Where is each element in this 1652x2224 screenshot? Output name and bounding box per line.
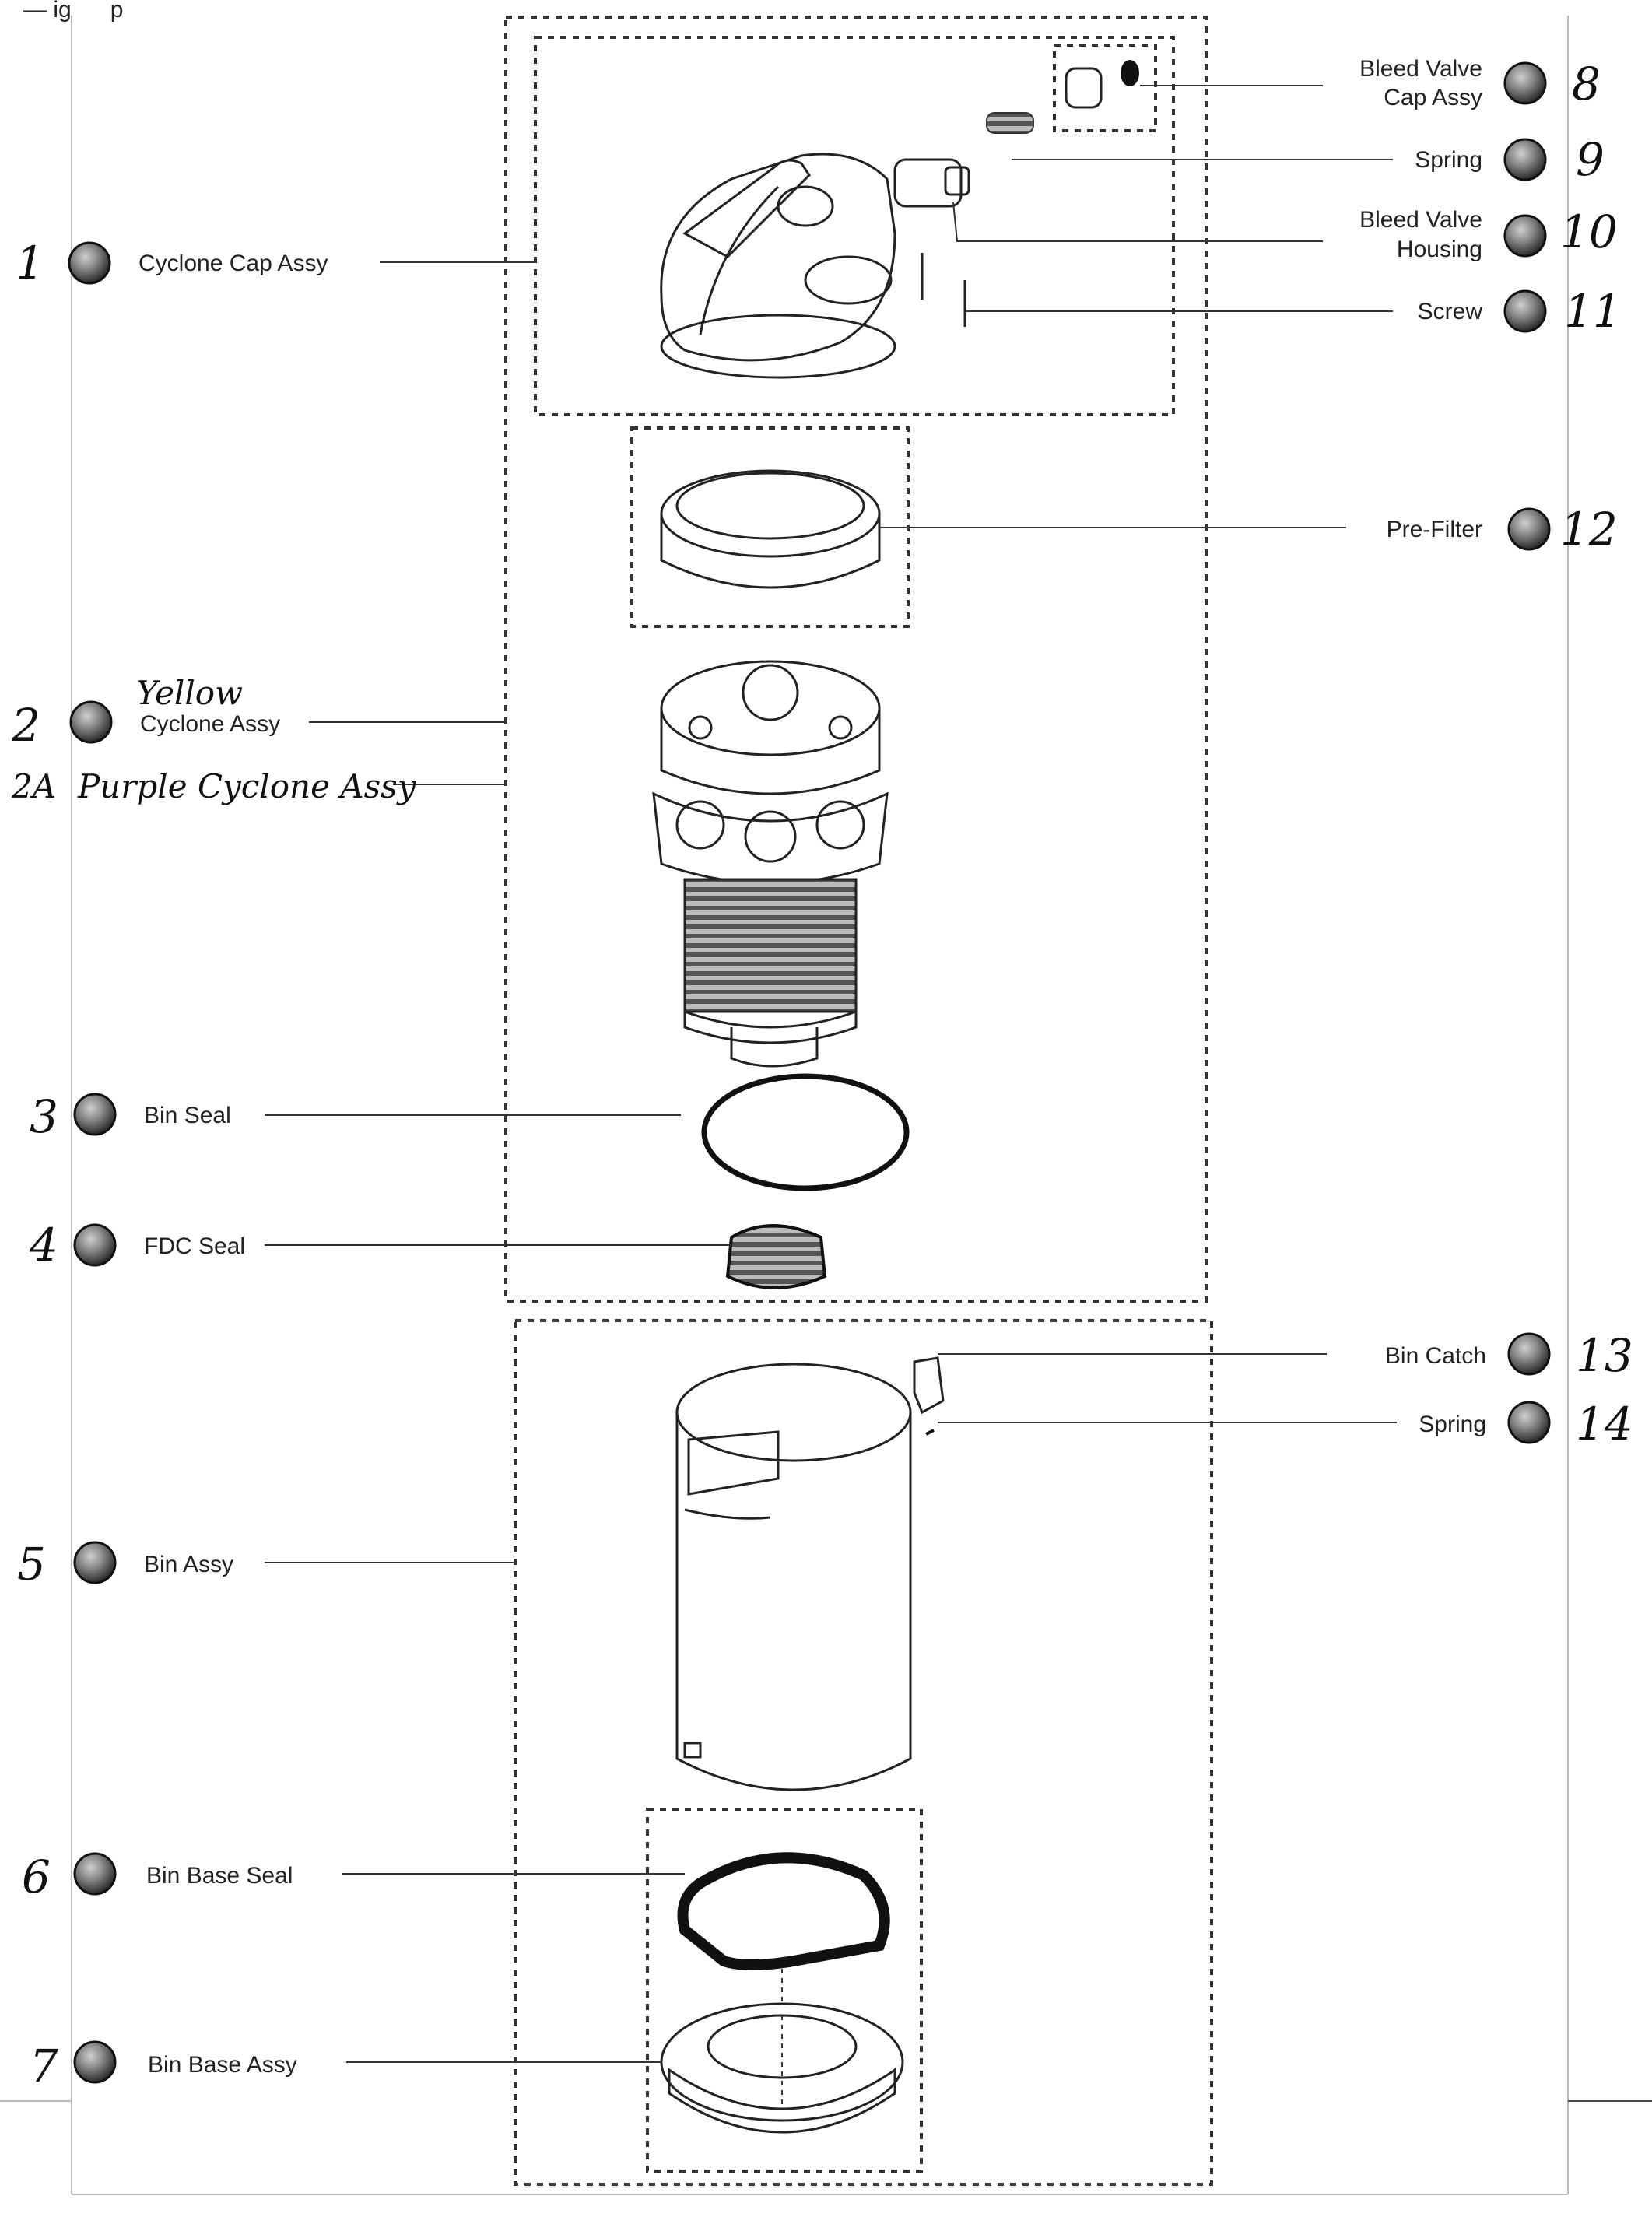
part-4-marker-icon	[73, 1223, 117, 1267]
part-5-label: Bin Assy	[144, 1552, 233, 1577]
bin-base-illustration	[660, 1969, 904, 2134]
part-5-number: 5	[17, 1538, 46, 1591]
cyclone-cap-illustration	[660, 153, 966, 379]
part-2-marker-icon	[69, 700, 113, 744]
bin-catch-illustration	[913, 1356, 945, 1436]
cyclone-assembly-illustration	[652, 660, 889, 1068]
part-7-label: Bin Base Assy	[148, 2052, 297, 2078]
part-7: 7 Bin Base Assy	[30, 2040, 297, 2092]
part-8-marker-icon	[1503, 61, 1547, 105]
part-3-number: 3	[30, 1090, 58, 1143]
part-1-marker-icon	[68, 241, 111, 285]
part-4-number: 4	[29, 1219, 58, 1272]
part-8-label-line1: Bleed Valve	[1359, 56, 1482, 82]
part-12-number: 12	[1560, 503, 1618, 556]
part-3: 3 Bin Seal	[30, 1090, 231, 1143]
bin-base-seal-illustration	[677, 1852, 890, 1970]
bin-base-box	[646, 1808, 923, 2173]
header-text: — ig p	[23, 0, 123, 23]
part-9-label: Spring	[1415, 147, 1482, 173]
pre-filter-box	[630, 426, 910, 628]
part-14-label: Spring	[1419, 1412, 1486, 1437]
part-8-number: 8	[1572, 58, 1601, 110]
part-11-label: Screw	[1418, 299, 1483, 324]
part-5: 5 Bin Assy	[17, 1538, 233, 1591]
part-2-number: 2	[11, 699, 40, 752]
part-14-number: 14	[1576, 1398, 1633, 1451]
part-6-marker-icon	[73, 1852, 117, 1896]
upper-assembly-box	[504, 16, 1208, 1303]
part-13-label: Bin Catch	[1385, 1343, 1486, 1369]
part-13: Bin Catch 13	[1385, 1329, 1633, 1382]
part-3-label: Bin Seal	[144, 1103, 231, 1128]
part-2-color-note: Yellow	[136, 674, 243, 712]
part-7-marker-icon	[73, 2040, 117, 2084]
cyclone-cap-box	[534, 36, 1175, 416]
part-10-label-line1: Bleed Valve	[1359, 207, 1482, 233]
part-9-marker-icon	[1503, 138, 1547, 181]
fdc-seal-illustration	[725, 1224, 827, 1289]
bin-assembly-box	[514, 1319, 1213, 2186]
part-11-number: 11	[1564, 285, 1622, 338]
pre-filter-illustration	[660, 469, 881, 589]
part-2a-label: Purple Cyclone Assy	[77, 767, 417, 805]
leader-lines	[265, 85, 1397, 2063]
part-6-number: 6	[22, 1850, 51, 1903]
part-5-marker-icon	[73, 1541, 117, 1584]
part-6: 6 Bin Base Seal	[22, 1850, 293, 1903]
part-14-marker-icon	[1507, 1401, 1551, 1444]
part-12-label: Pre-Filter	[1387, 517, 1482, 542]
part-3-marker-icon	[73, 1093, 117, 1136]
part-2a: 2A Purple Cyclone Assy	[11, 767, 417, 805]
part-12: Pre-Filter 12	[1387, 503, 1618, 556]
part-6-label: Bin Base Seal	[146, 1863, 293, 1889]
part-12-marker-icon	[1507, 507, 1551, 551]
bin-seal-illustration	[701, 1073, 910, 1191]
part-2-label: Cyclone Assy	[140, 711, 280, 737]
part-1-label: Cyclone Cap Assy	[139, 251, 328, 276]
part-10-number: 10	[1560, 205, 1618, 258]
part-10-label-line2: Housing	[1397, 237, 1482, 262]
bleed-valve-illustration	[893, 60, 1139, 208]
part-2: 2 Yellow Cyclone Assy	[11, 674, 280, 752]
part-4-label: FDC Seal	[144, 1233, 245, 1259]
part-8: Bleed Valve Cap Assy 8	[1359, 56, 1601, 110]
bleed-valve-cap-box	[1053, 44, 1157, 132]
part-2a-number: 2A	[11, 767, 56, 805]
part-1: 1 Cyclone Cap Assy	[16, 237, 328, 289]
part-10-marker-icon	[1503, 214, 1547, 258]
part-9-number: 9	[1576, 133, 1605, 186]
part-11-marker-icon	[1503, 289, 1547, 333]
part-1-number: 1	[16, 237, 44, 289]
part-7-number: 7	[30, 2040, 58, 2092]
part-9: Spring 9	[1415, 133, 1605, 186]
part-13-number: 13	[1576, 1329, 1633, 1382]
part-14: Spring 14	[1419, 1398, 1633, 1451]
part-10: Bleed Valve Housing 10	[1359, 205, 1618, 262]
part-8-label-line2: Cap Assy	[1384, 85, 1482, 110]
part-4: 4 FDC Seal	[29, 1219, 245, 1272]
part-13-marker-icon	[1507, 1332, 1551, 1376]
bin-illustration	[675, 1363, 912, 1791]
part-11: Screw 11	[1418, 285, 1622, 338]
